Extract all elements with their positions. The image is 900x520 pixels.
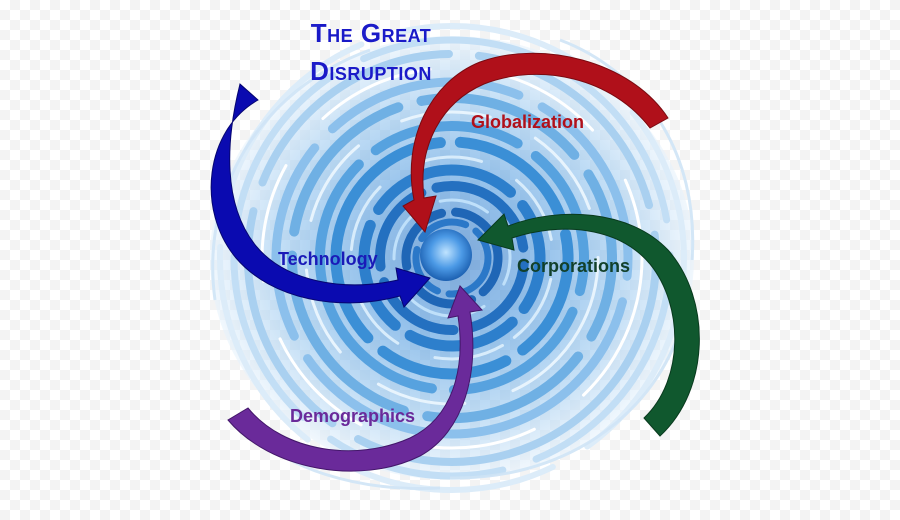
title-line-1: The Great [310, 18, 432, 48]
globalization-label: Globalization [471, 112, 585, 132]
technology-label: Technology [278, 249, 378, 269]
title-line-2: Disruption [310, 56, 432, 86]
demographics-label: Demographics [290, 406, 416, 426]
corporations-arrow [477, 213, 700, 437]
vortex-swirl [210, 23, 695, 493]
vortex-core [420, 229, 472, 281]
demographics-arrow [227, 285, 483, 472]
diagram-title: The Great Disruption [286, 14, 456, 90]
corporations-label: Corporations [517, 256, 631, 276]
technology-arrow [210, 83, 431, 308]
globalization-arrow [402, 52, 669, 234]
